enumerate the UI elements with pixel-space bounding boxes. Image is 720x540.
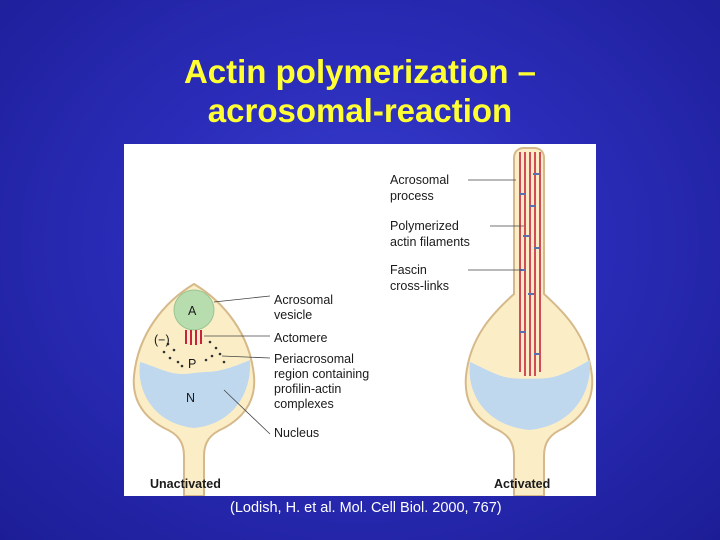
svg-text:Periacrosomal: Periacrosomal <box>274 352 354 366</box>
svg-text:process: process <box>390 189 434 203</box>
activated-cell: Activated <box>464 147 594 496</box>
acrosomal-vesicle-shape <box>173 289 215 331</box>
acrosome-letter: A <box>188 304 197 318</box>
citation: (Lodish, H. et al. Mol. Cell Biol. 2000,… <box>230 500 502 516</box>
activated-caption: Activated <box>494 477 550 491</box>
label-actomere: Actomere <box>274 331 328 345</box>
profilin-actin-dots <box>162 340 226 368</box>
svg-text:Acrosomal: Acrosomal <box>390 173 449 187</box>
figure-svg: A (−) P N Unactivated Acrosomal vesicle … <box>132 147 594 496</box>
svg-text:Acrosomal: Acrosomal <box>274 293 333 307</box>
svg-text:Actomere: Actomere <box>274 331 328 345</box>
acrosomal-reaction-figure: A (−) P N Unactivated Acrosomal vesicle … <box>124 144 596 496</box>
activated-cell-body <box>464 147 594 496</box>
minus-end-label: (−) <box>154 333 170 347</box>
svg-text:complexes: complexes <box>274 397 334 411</box>
title-line-2: acrosomal-reaction <box>207 92 513 129</box>
unactivated-caption: Unactivated <box>150 477 221 491</box>
left-leader-lines <box>204 295 271 435</box>
title-line-1: Actin polymerization – <box>183 53 537 90</box>
label-periacrosomal-region: Periacrosomal region containing profilin… <box>274 352 369 411</box>
svg-text:Fascin: Fascin <box>390 263 427 277</box>
slide-title: Actin polymerization – acrosomal-reactio… <box>0 52 720 130</box>
right-leader-lines <box>468 179 524 271</box>
svg-text:region containing: region containing <box>274 367 369 381</box>
svg-text:profilin-actin: profilin-actin <box>274 382 341 396</box>
svg-text:Polymerized: Polymerized <box>390 219 459 233</box>
label-acrosomal-vesicle: Acrosomal vesicle <box>274 293 333 322</box>
svg-text:cross-links: cross-links <box>390 279 449 293</box>
label-acrosomal-process: Acrosomal process <box>390 173 449 203</box>
label-nucleus: Nucleus <box>274 426 319 440</box>
label-polymerized-actin-filaments: Polymerized actin filaments <box>390 219 470 249</box>
polymerized-actin-filaments <box>519 152 541 376</box>
svg-text:vesicle: vesicle <box>274 308 312 322</box>
svg-text:Nucleus: Nucleus <box>274 426 319 440</box>
unactivated-nucleus <box>139 360 251 428</box>
label-fascin-crosslinks: Fascin cross-links <box>390 263 449 293</box>
nucleus-letter: N <box>186 391 195 405</box>
actomere-shape <box>185 330 202 345</box>
activated-nucleus <box>469 360 591 430</box>
unactivated-cell: A (−) P N Unactivated <box>132 282 256 496</box>
periacrosomal-letter: P <box>188 357 196 371</box>
svg-text:actin filaments: actin filaments <box>390 235 470 249</box>
